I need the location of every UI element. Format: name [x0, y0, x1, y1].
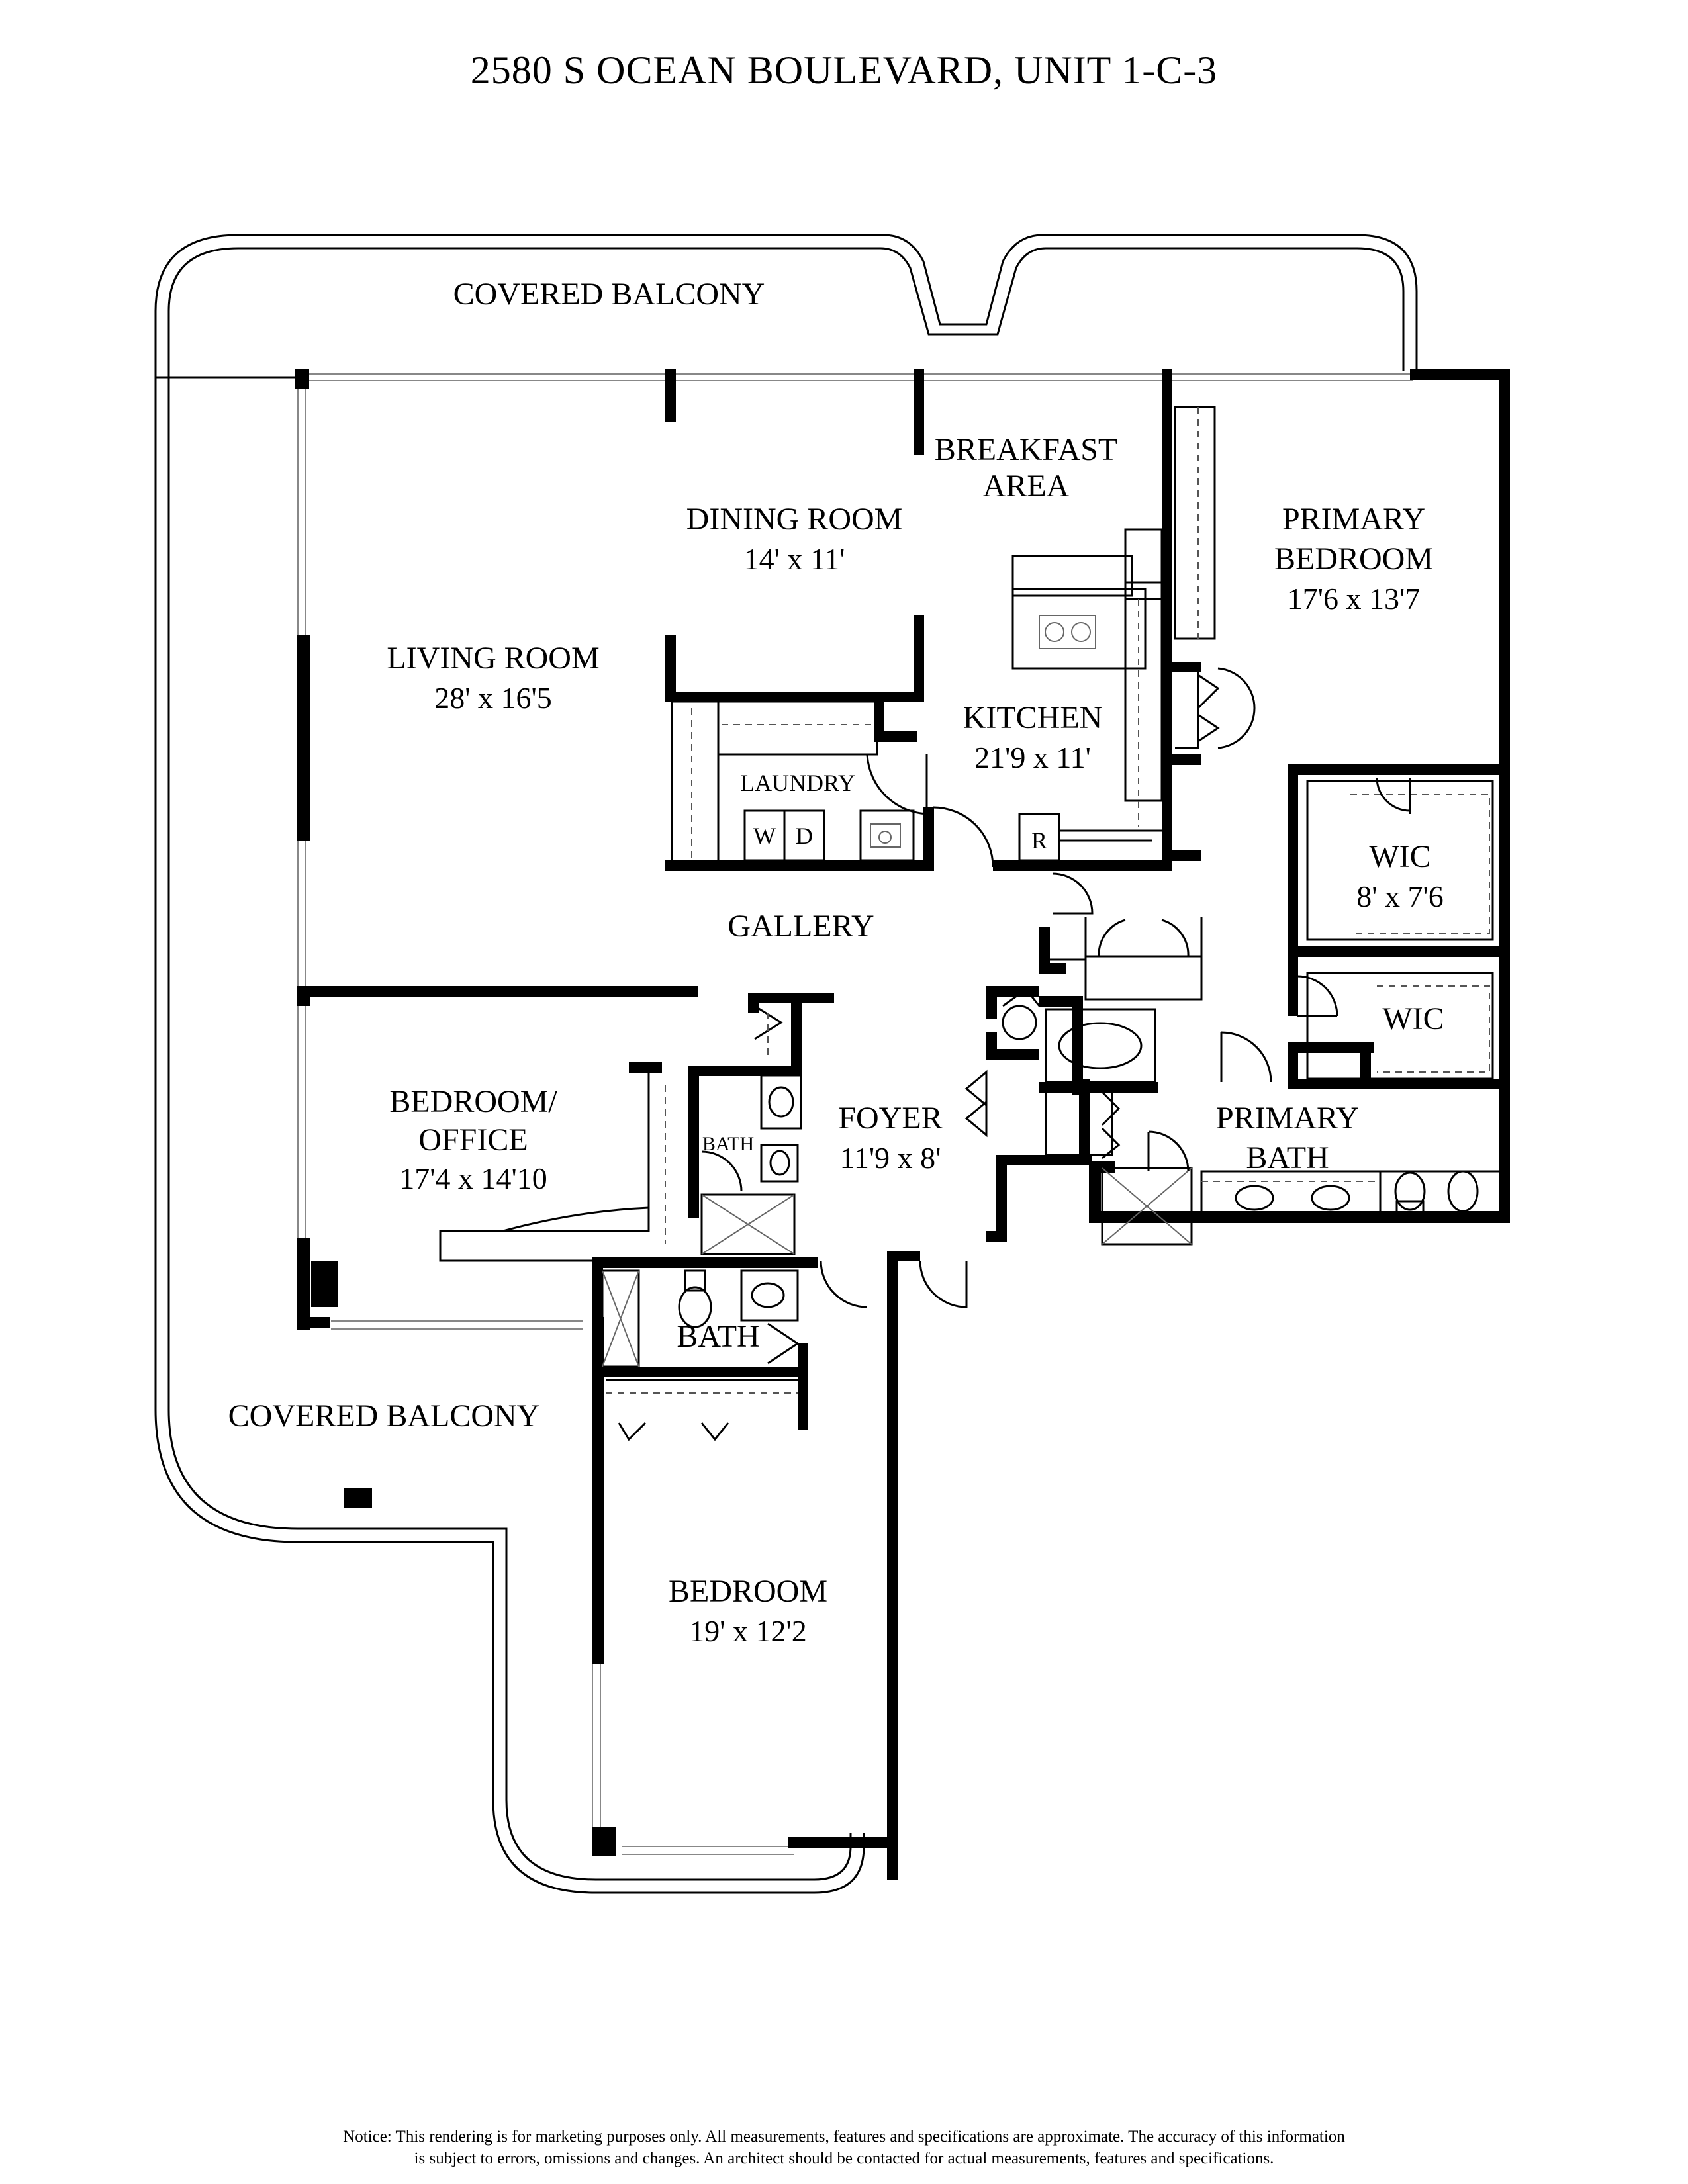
- label-primary-bedroom-2: BEDROOM: [1274, 541, 1433, 576]
- label-washer: W: [753, 823, 776, 849]
- label-bedroom-office-2: OFFICE: [418, 1122, 528, 1158]
- laundry-door: [866, 754, 994, 868]
- disclaimer-line-1: Notice: This rendering is for marketing …: [343, 2128, 1345, 2146]
- label-primary-bath-1: PRIMARY: [1216, 1101, 1359, 1136]
- label-wic-2: WIC: [1382, 1001, 1444, 1036]
- label-primary-bedroom-1: PRIMARY: [1282, 502, 1425, 537]
- breakfast-pantry: [1174, 406, 1216, 640]
- label-dining-room: DINING ROOM: [686, 502, 903, 537]
- label-covered-balcony-bottom: COVERED BALCONY: [228, 1398, 540, 1433]
- balcony-outline-bottom: [154, 371, 865, 1894]
- kitchen-counters: [1011, 528, 1163, 862]
- hall-bath-fixtures: [601, 1260, 968, 1368]
- label-gallery: GALLERY: [727, 909, 874, 944]
- primary-bath-fixtures: [1045, 917, 1499, 1246]
- bedroom-closet: [606, 1379, 798, 1441]
- dims-living-room: 28' x 16'5: [434, 681, 552, 715]
- label-laundry: LAUNDRY: [740, 770, 855, 796]
- label-bedroom: BEDROOM: [669, 1574, 827, 1609]
- gallery-closets: [964, 872, 1094, 1138]
- label-breakfast-area-1: BREAKFAST: [935, 432, 1118, 467]
- balcony-drain: [344, 1488, 372, 1508]
- label-breakfast-area-2: AREA: [983, 469, 1070, 504]
- exterior-walls: [295, 369, 1510, 1880]
- balcony-outline-top: [154, 234, 1418, 379]
- dims-foyer: 11'9 x 8': [840, 1141, 941, 1175]
- dims-bedroom-office: 17'4 x 14'10: [399, 1161, 547, 1195]
- disclaimer-line-2: is subject to errors, omissions and chan…: [414, 2150, 1274, 2167]
- label-dryer: D: [796, 823, 813, 849]
- label-bath: BATH: [677, 1319, 759, 1354]
- label-wic-1: WIC: [1369, 839, 1430, 874]
- primary-closets: [1175, 667, 1494, 1080]
- label-living-room: LIVING ROOM: [387, 641, 599, 676]
- bedroom-office-closet: [439, 1072, 650, 1262]
- disclaimer-notice: Notice: This rendering is for marketing …: [0, 2126, 1688, 2169]
- label-bedroom-office-1: BEDROOM/: [389, 1084, 557, 1119]
- label-refrigerator: R: [1031, 827, 1047, 854]
- label-foyer: FOYER: [838, 1101, 942, 1136]
- label-kitchen: KITCHEN: [963, 700, 1103, 735]
- label-covered-balcony-top: COVERED BALCONY: [453, 277, 765, 312]
- laundry-fixtures: [671, 700, 915, 865]
- dims-primary-bedroom: 17'6 x 13'7: [1288, 582, 1421, 615]
- label-primary-bath-2: BATH: [1246, 1140, 1329, 1175]
- plan-title: 2580 S OCEAN BOULEVARD, UNIT 1-C-3: [470, 48, 1218, 92]
- dims-dining-room: 14' x 11': [744, 542, 845, 576]
- label-bath-small: BATH: [702, 1133, 754, 1155]
- dims-bedroom: 19' x 12'2: [689, 1614, 807, 1648]
- dims-wic-1: 8' x 7'6: [1356, 880, 1444, 913]
- dims-kitchen: 21'9 x 11': [974, 741, 1091, 774]
- small-bath-fixtures: [665, 1005, 802, 1255]
- sliding-glass-doors: [297, 373, 1413, 1855]
